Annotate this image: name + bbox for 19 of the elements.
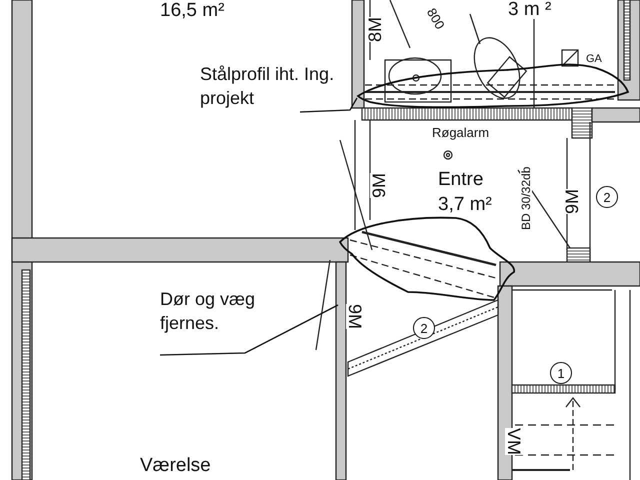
- wall-type-label: 8M: [366, 16, 384, 42]
- wall-type-label: 9M: [563, 188, 581, 214]
- leader-line: [160, 304, 338, 356]
- circled-number: 2: [596, 186, 618, 208]
- circled-number: 1: [550, 362, 572, 384]
- circled-number: 2: [413, 317, 435, 339]
- door-type-label: BD 30/32db: [520, 166, 532, 230]
- symbol-label: GA: [586, 54, 602, 65]
- wall-type-label: VM: [505, 428, 523, 455]
- dimension-label: 800: [424, 6, 447, 32]
- wall-type-label: 9M: [346, 304, 364, 330]
- area-label: 3 m ²: [508, 0, 552, 19]
- leader-line: [300, 98, 358, 113]
- callout-note: Stålprofil iht. Ing. projekt: [200, 62, 335, 112]
- area-label: 16,5 m²: [160, 1, 224, 20]
- callout-note: Dør og væg fjernes.: [160, 287, 300, 355]
- device-label: Røgalarm: [432, 126, 490, 139]
- area-label: 3,7 m²: [438, 195, 492, 214]
- wall-type-label: 9M: [370, 172, 388, 198]
